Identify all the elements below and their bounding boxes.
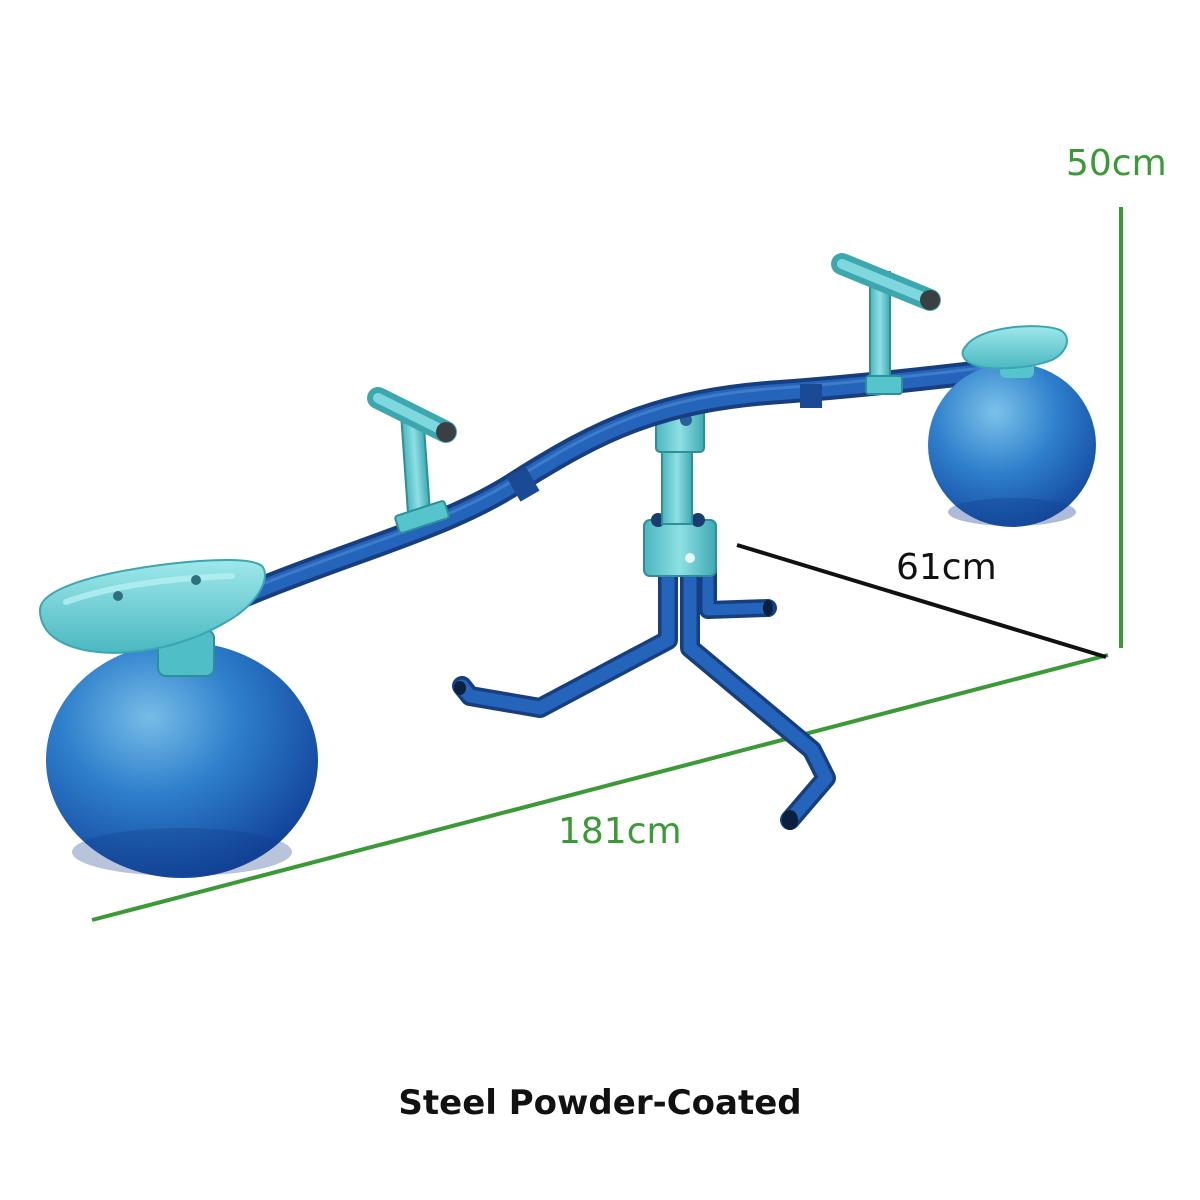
left-handle <box>367 387 457 534</box>
depth-dimension-label: 61cm <box>896 547 997 588</box>
right-handle <box>831 253 941 395</box>
length-measure-line <box>91 653 1109 922</box>
center-pivot-post <box>643 403 717 577</box>
seesaw-beam <box>138 356 1027 652</box>
right-ball-seat <box>928 325 1096 527</box>
depth-measure-line <box>736 543 1107 659</box>
height-dimension-label: 50cm <box>1066 143 1167 184</box>
length-dimension-label: 181cm <box>558 811 682 852</box>
material-caption: Steel Powder-Coated <box>398 1083 802 1123</box>
left-ball-seat <box>38 559 318 878</box>
base-stand <box>452 556 836 830</box>
